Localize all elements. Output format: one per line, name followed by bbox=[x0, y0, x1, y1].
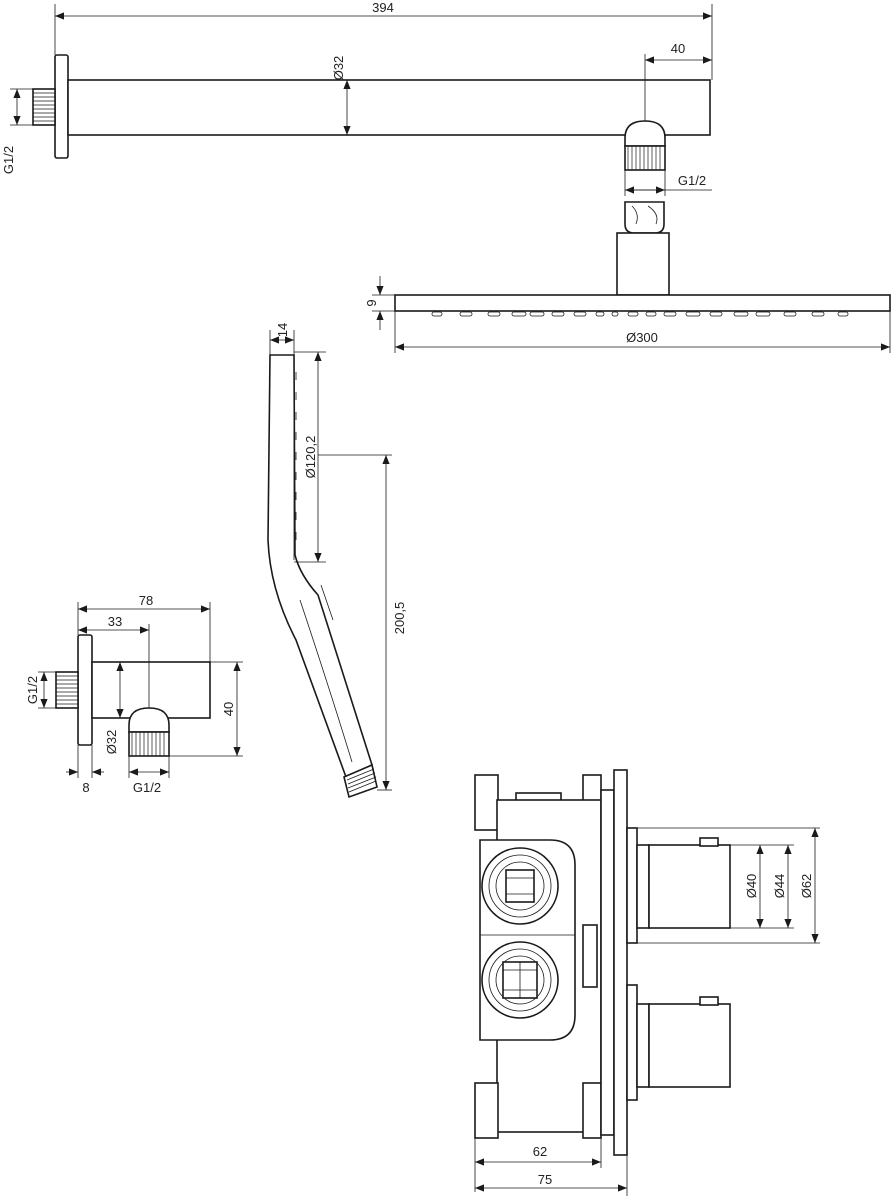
outlet-thread-label: G1/2 bbox=[133, 780, 161, 795]
outlet-wall-thread-label: G1/2 bbox=[25, 676, 40, 704]
head-shower: 9 Ø300 bbox=[364, 201, 891, 353]
valve-knob-diameter-label: Ø40 bbox=[744, 874, 759, 899]
outlet-diameter-label: Ø32 bbox=[104, 730, 119, 755]
wall-outlet: 78 33 40 Ø32 G1/2 8 G1/2 bbox=[25, 593, 243, 795]
shower-arm: 394 40 Ø32 G1/2 G1/2 bbox=[1, 0, 713, 196]
hand-head-depth-label: 14 bbox=[275, 323, 290, 337]
hand-face-diameter-label: Ø120,2 bbox=[303, 436, 318, 479]
head-thickness-label: 9 bbox=[364, 299, 379, 306]
arm-wall-thread-label: G1/2 bbox=[1, 146, 16, 174]
arm-outlet-offset-label: 40 bbox=[671, 41, 685, 56]
valve-body: Ø40 Ø44 Ø62 62 75 bbox=[474, 769, 820, 1196]
outlet-depth-label: 78 bbox=[139, 593, 153, 608]
hand-length-label: 200,5 bbox=[392, 602, 407, 635]
valve-box-depth-label: 62 bbox=[533, 1144, 547, 1159]
arm-length-label: 394 bbox=[372, 0, 394, 15]
outlet-offset-label: 33 bbox=[108, 614, 122, 629]
valve-sleeve-diameter-label: Ø44 bbox=[772, 874, 787, 899]
hand-shower: 14 Ø120,2 200,5 bbox=[267, 323, 407, 799]
head-diameter-label: Ø300 bbox=[626, 330, 658, 345]
arm-diameter-label: Ø32 bbox=[331, 56, 346, 81]
outlet-height-label: 40 bbox=[221, 702, 236, 716]
valve-total-depth-label: 75 bbox=[538, 1172, 552, 1187]
outlet-flange-label: 8 bbox=[82, 780, 89, 795]
valve-plate-diameter-label: Ø62 bbox=[799, 874, 814, 899]
head-shower-nozzles bbox=[431, 311, 849, 317]
arm-outlet-thread-label: G1/2 bbox=[678, 173, 706, 188]
